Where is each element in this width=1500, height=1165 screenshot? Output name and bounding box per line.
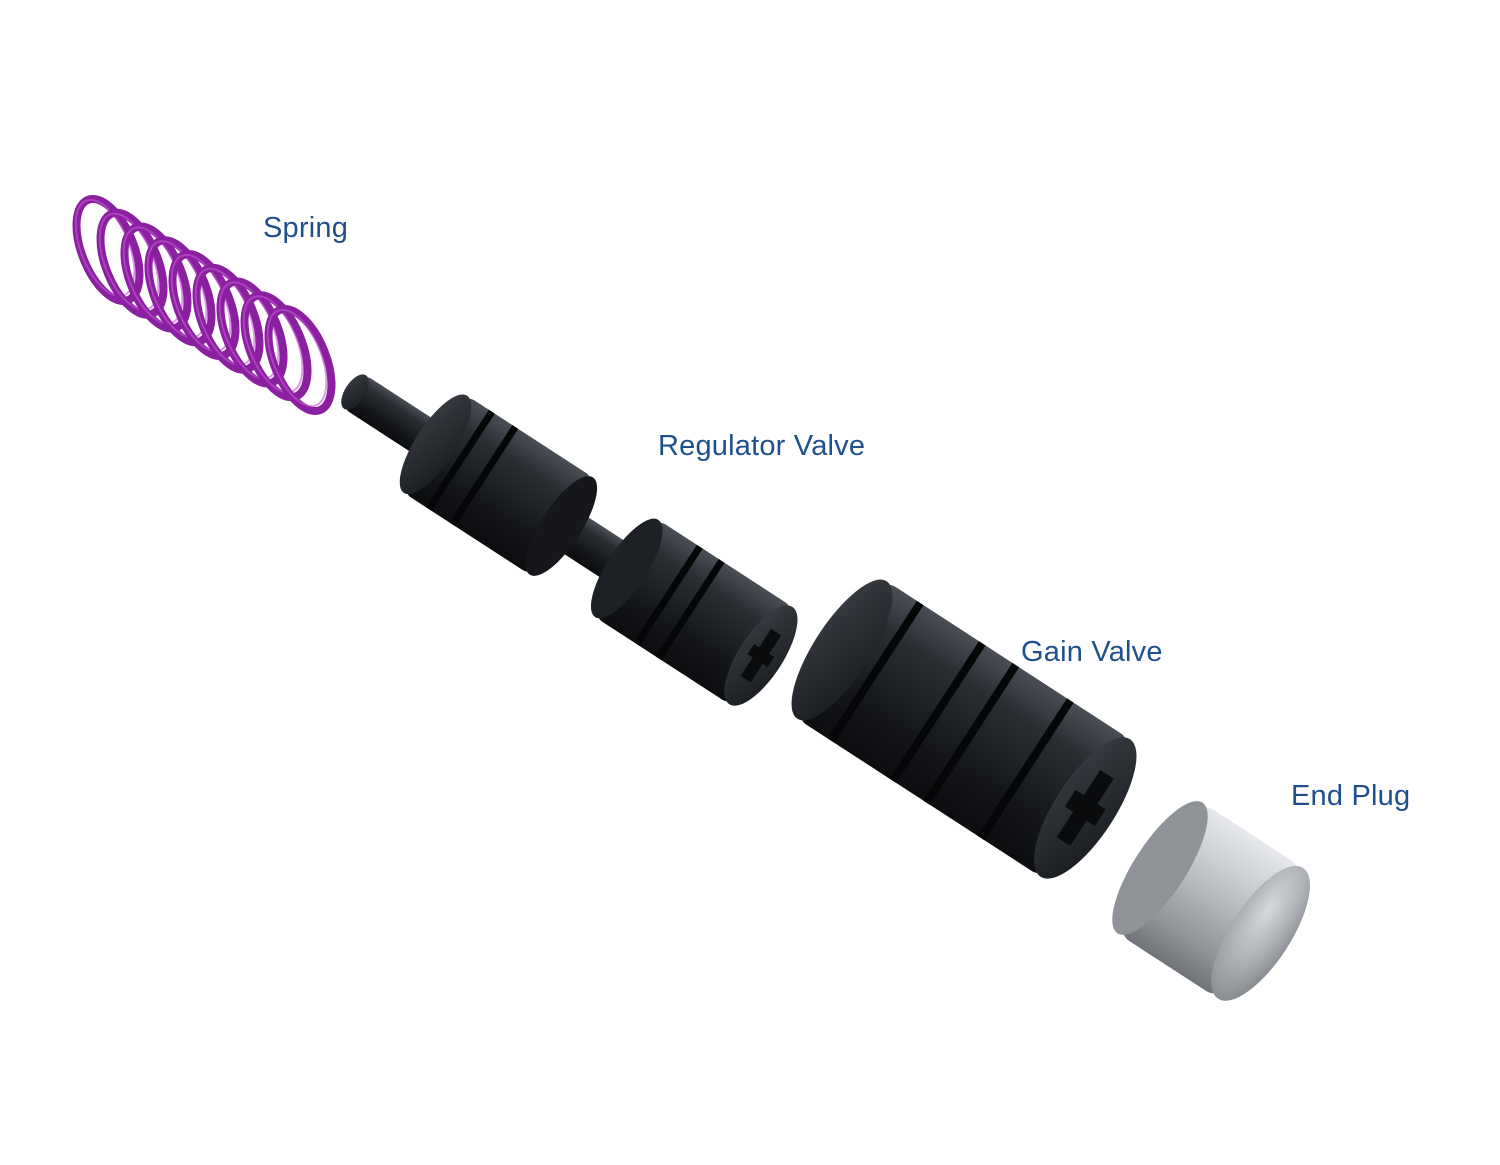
label-regulator-valve: Regulator Valve: [658, 430, 866, 462]
label-spring: Spring: [263, 212, 349, 244]
regulator-stem-face: [341, 374, 369, 410]
end-plug-face: [1211, 865, 1311, 1001]
spring-coil: [72, 194, 336, 416]
regulator-valve-part: [341, 374, 798, 706]
gain-valve-part: [791, 579, 1137, 879]
end-plug-part: [1112, 801, 1311, 1001]
spring-coil-highlight: [266, 308, 328, 408]
label-gain-valve: Gain Valve: [1021, 636, 1163, 668]
label-end-plug: End Plug: [1291, 780, 1411, 812]
